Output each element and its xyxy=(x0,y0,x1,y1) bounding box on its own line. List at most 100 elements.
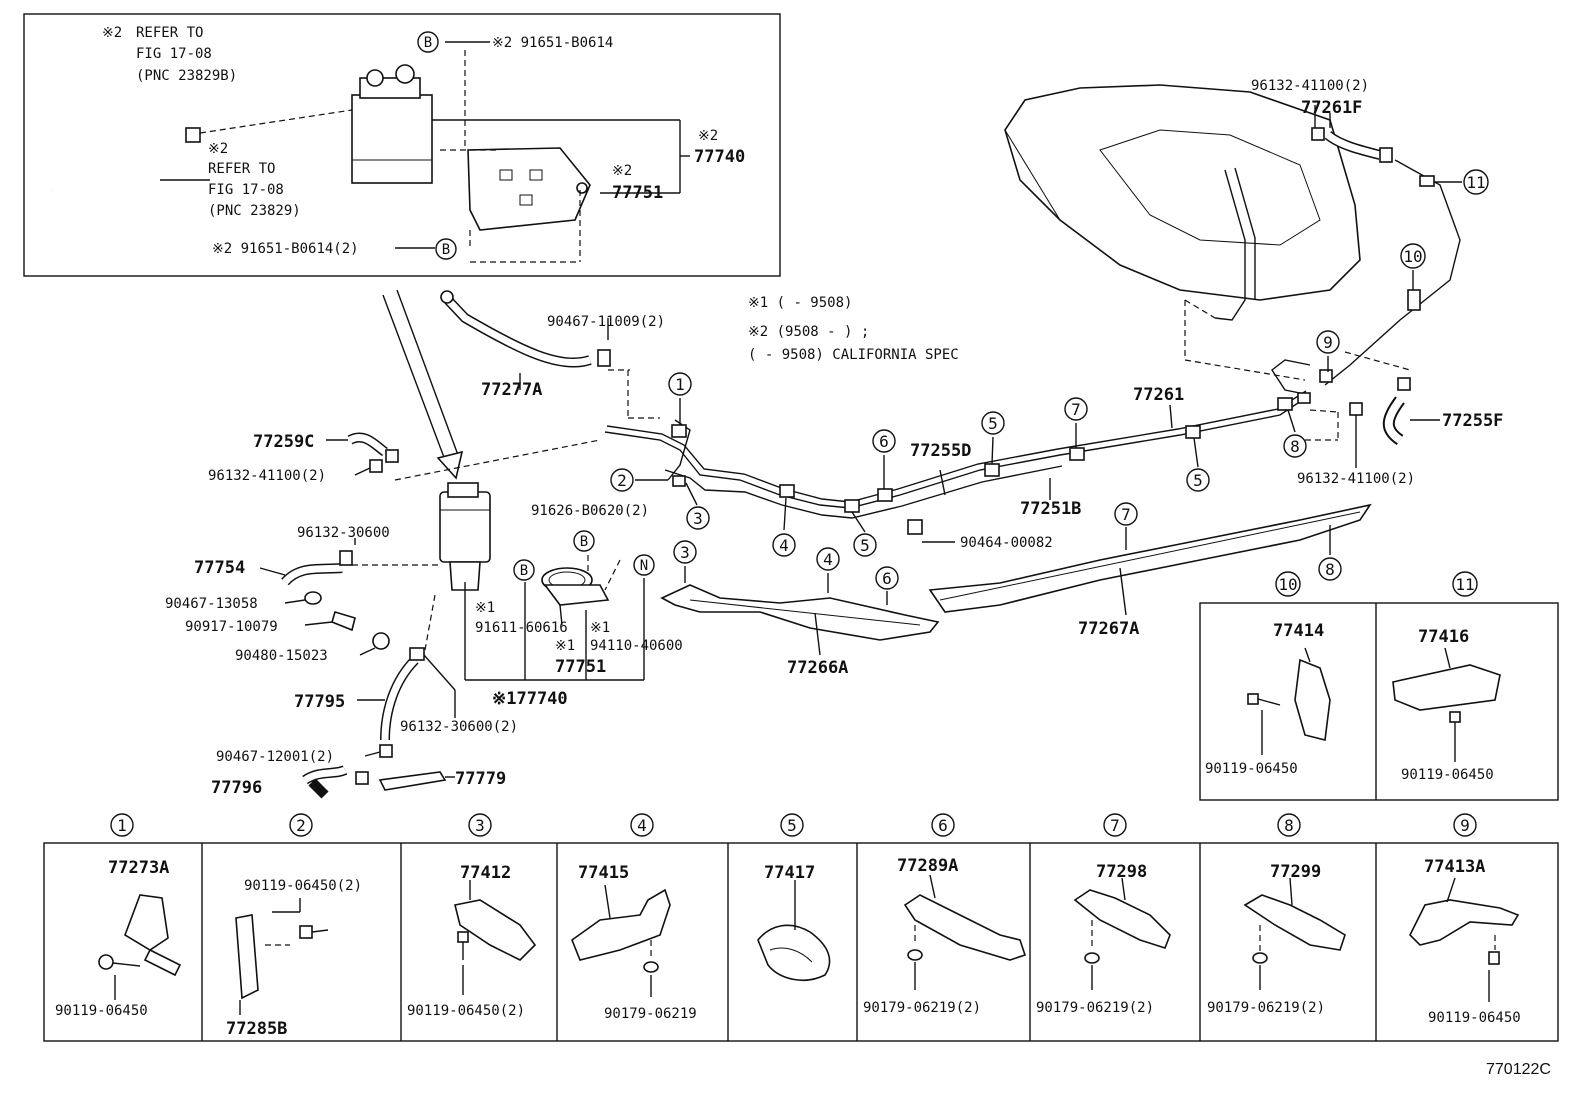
symbol-n: N xyxy=(640,558,648,574)
callout-7a: 7 xyxy=(1071,400,1081,419)
detail-1-part: 77273A xyxy=(108,858,169,878)
label-96132-41100-left: 96132-41100(2) xyxy=(208,468,326,484)
canister-bracket-drawing xyxy=(467,147,591,231)
detail-9-part: 77413A xyxy=(1424,857,1485,877)
label-91611-60616: 91611-60616 xyxy=(475,620,568,636)
detail-11-part: 77416 xyxy=(1418,627,1469,647)
label-91611-mark: ※1 xyxy=(475,600,495,616)
part-labels: 90467-11009(2) 77277A 77259C 96132-41100… xyxy=(165,78,1503,798)
detail-3-bolt: 90119-06450(2) xyxy=(407,1003,525,1019)
detail-3-number: 3 xyxy=(475,816,485,835)
callout-1: 1 xyxy=(675,375,685,394)
detail-11-bolt: 90119-06450 xyxy=(1401,767,1494,783)
notes: ※1 ( - 9508) ※2 (9508 - ) ; ( - 9508) CA… xyxy=(748,295,959,363)
inset-box: B B ※2 REFER TO FIG 17-08 (PNC 23829B) ※… xyxy=(23,13,781,277)
ref1-line3: (PNC 23829B) xyxy=(136,68,237,84)
label-77255F: 77255F xyxy=(1442,411,1503,431)
ref2-line3: (PNC 23829) xyxy=(208,203,301,219)
note-line3: ( - 9508) CALIFORNIA SPEC xyxy=(748,347,959,363)
detail-9-number: 9 xyxy=(1460,816,1470,835)
label-77754: 77754 xyxy=(194,558,245,578)
label-77267A: 77267A xyxy=(1078,619,1139,639)
detail-11-number: 11 xyxy=(1455,575,1474,594)
label-90917-10079: 90917-10079 xyxy=(185,619,278,635)
note-line2: ※2 (9508 - ) ; xyxy=(748,324,869,340)
label-90480-15023: 90480-15023 xyxy=(235,648,328,664)
ref1-line2: FIG 17-08 xyxy=(136,46,212,62)
callout-5c: 5 xyxy=(1193,471,1203,490)
label-77740: ※177740 xyxy=(492,689,568,709)
detail-4-number: 4 xyxy=(637,816,647,835)
vapor-canister-drawing xyxy=(439,482,491,591)
label-77251B: 77251B xyxy=(1020,499,1081,519)
canister-mark: ※2 xyxy=(698,128,718,144)
detail-6-number: 6 xyxy=(938,816,948,835)
detail-4-bolt: 90179-06219 xyxy=(604,1006,697,1022)
callout-leaders xyxy=(635,181,1462,656)
label-77261F: 77261F xyxy=(1301,98,1362,118)
callout-7b: 7 xyxy=(1121,505,1131,524)
bracket-77751-drawing xyxy=(541,567,610,626)
detail-8-number: 8 xyxy=(1284,816,1294,835)
figure-code: 770122C xyxy=(1486,1061,1551,1078)
detail-2-bolt: 90119-06450(2) xyxy=(244,878,362,894)
callout-circles: 1 2 3 4 5 6 5 7 5 8 9 10 11 3 4 6 7 8 B … xyxy=(513,169,1489,590)
label-94110-40600: 94110-40600 xyxy=(590,638,683,654)
label-90464-00082: 90464-00082 xyxy=(960,535,1053,551)
ref1-line1: REFER TO xyxy=(136,25,203,41)
callout-4b: 4 xyxy=(823,550,833,569)
callout-11a: 11 xyxy=(1466,173,1485,192)
callout-9a: 9 xyxy=(1323,333,1333,352)
detail-6-bolt: 90179-06219(2) xyxy=(863,1000,981,1016)
pointer-arrow xyxy=(382,289,464,480)
detail-8-bolt: 90179-06219(2) xyxy=(1207,1000,1325,1016)
canister-label: 77740 xyxy=(694,147,745,167)
detail-10-part: 77414 xyxy=(1273,621,1324,641)
label-90467-11009: 90467-11009(2) xyxy=(547,314,665,330)
detail-10-number: 10 xyxy=(1278,575,1297,594)
callout-6b: 6 xyxy=(882,569,892,588)
detail-5-part: 77417 xyxy=(764,863,815,883)
label-77261: 77261 xyxy=(1133,385,1184,405)
callout-3b: 3 xyxy=(680,543,690,562)
note-line1: ※1 ( - 9508) xyxy=(748,295,852,311)
detail-6-part: 77289A xyxy=(897,856,958,876)
detail-box-right: 10 11 77414 90119-06450 77416 90119-0645… xyxy=(1199,571,1559,801)
label-77277A: 77277A xyxy=(481,380,542,400)
callout-6a: 6 xyxy=(879,432,889,451)
detail-2-part: 77285B xyxy=(226,1019,287,1039)
detail-7-part: 77298 xyxy=(1096,862,1147,882)
label-96132-30600: 96132-30600 xyxy=(297,525,390,541)
callout-5b: 5 xyxy=(988,414,998,433)
label-77795: 77795 xyxy=(294,692,345,712)
label-77266A: 77266A xyxy=(787,658,848,678)
callout-10a: 10 xyxy=(1403,247,1422,266)
detail-1-number: 1 xyxy=(117,816,127,835)
label-96132-41100-top: 96132-41100(2) xyxy=(1251,78,1369,94)
label-77796: 77796 xyxy=(211,778,262,798)
bracket-mark: ※2 xyxy=(612,163,632,179)
ref1-mark: ※2 xyxy=(102,25,122,41)
label-96132-41100-right: 96132-41100(2) xyxy=(1297,471,1415,487)
callout-8a: 8 xyxy=(1290,437,1300,456)
detail-strip-bottom: 1 2 3 4 5 6 7 8 9 77273A 90119-06450 901… xyxy=(43,813,1559,1042)
symbol-b-main: B xyxy=(580,534,588,550)
label-91626-B0620: 91626-B0620(2) xyxy=(531,503,649,519)
label-77255D: 77255D xyxy=(910,441,971,461)
detail-3-part: 77412 xyxy=(460,863,511,883)
label-96132-30600-2: 96132-30600(2) xyxy=(400,719,518,735)
callout-5a: 5 xyxy=(860,536,870,555)
bracket-label: 77751 xyxy=(612,183,663,203)
bolt-top-label: ※2 91651-B0614 xyxy=(492,35,613,51)
ref2-mark: ※2 xyxy=(208,141,228,157)
label-90467-12001: 90467-12001(2) xyxy=(216,749,334,765)
bolt-bottom-label: ※2 91651-B0614(2) xyxy=(212,241,359,257)
bolt-symbol-b-bottom: B xyxy=(442,242,450,258)
ref2-line1: REFER TO xyxy=(208,161,275,177)
ref2-line2: FIG 17-08 xyxy=(208,182,284,198)
detail-4-part: 77415 xyxy=(578,863,629,883)
detail-5-number: 5 xyxy=(787,816,797,835)
detail-7-number: 7 xyxy=(1110,816,1120,835)
detail-1-bolt: 90119-06450 xyxy=(55,1003,148,1019)
